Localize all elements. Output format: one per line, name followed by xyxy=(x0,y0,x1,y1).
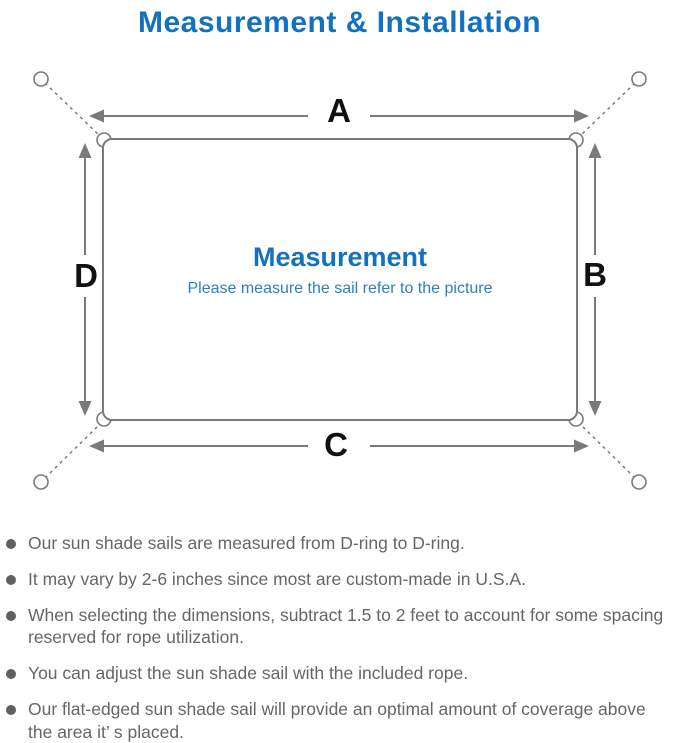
dimension-arrow-b-icon xyxy=(588,143,602,416)
diagram-center-subtitle: Please measure the sail refer to the pic… xyxy=(187,280,493,297)
note-text: You can adjust the sun shade sail with t… xyxy=(28,663,469,683)
dimension-arrow-a-icon xyxy=(89,109,589,123)
bullet-icon xyxy=(6,539,16,549)
list-item: It may vary by 2-6 inches since most are… xyxy=(6,568,669,591)
notes-list: Our sun shade sails are measured from D-… xyxy=(0,518,679,743)
bullet-icon xyxy=(6,704,16,715)
list-item: Our sun shade sails are measured from D-… xyxy=(6,532,669,555)
anchor-point-icon xyxy=(33,474,49,490)
list-item: When selecting the dimensions, subtract … xyxy=(6,604,669,650)
bullet-icon xyxy=(6,669,16,679)
rope-line-top-right-icon xyxy=(578,82,636,138)
diagram-canvas xyxy=(33,71,647,490)
rope-line-bottom-left-icon xyxy=(44,422,102,479)
dimension-label-b: B xyxy=(583,256,607,293)
anchor-point-icon xyxy=(631,71,647,87)
note-text: Our sun shade sails are measured from D-… xyxy=(28,533,465,553)
note-text: When selecting the dimensions, subtract … xyxy=(28,604,664,648)
dimension-arrow-d-icon xyxy=(78,143,92,416)
sail-outline xyxy=(102,138,578,421)
bullet-icon xyxy=(6,610,16,621)
list-item: Our flat-edged sun shade sail will provi… xyxy=(6,698,669,743)
page-title: Measurement & Installation xyxy=(137,6,542,39)
dimension-label-d: D xyxy=(74,257,98,294)
anchor-point-icon xyxy=(33,71,49,87)
note-text: Our flat-edged sun shade sail will provi… xyxy=(28,698,646,742)
diagram-center-text: Measurement Please measure the sail refe… xyxy=(103,242,577,298)
note-text: It may vary by 2-6 inches since most are… xyxy=(28,568,526,589)
dimension-label-a: A xyxy=(327,92,351,129)
dimension-arrow-c-icon xyxy=(89,439,589,453)
dimension-label-c: C xyxy=(324,426,348,463)
rope-line-top-left-icon xyxy=(44,82,102,138)
measurement-diagram: A B C D Measurement Please measure the s… xyxy=(0,58,679,518)
bullet-icon xyxy=(6,574,16,585)
anchor-point-icon xyxy=(631,474,647,490)
rope-line-bottom-right-icon xyxy=(578,422,636,479)
diagram-center-title: Measurement xyxy=(252,242,428,272)
list-item: You can adjust the sun shade sail with t… xyxy=(6,662,669,685)
